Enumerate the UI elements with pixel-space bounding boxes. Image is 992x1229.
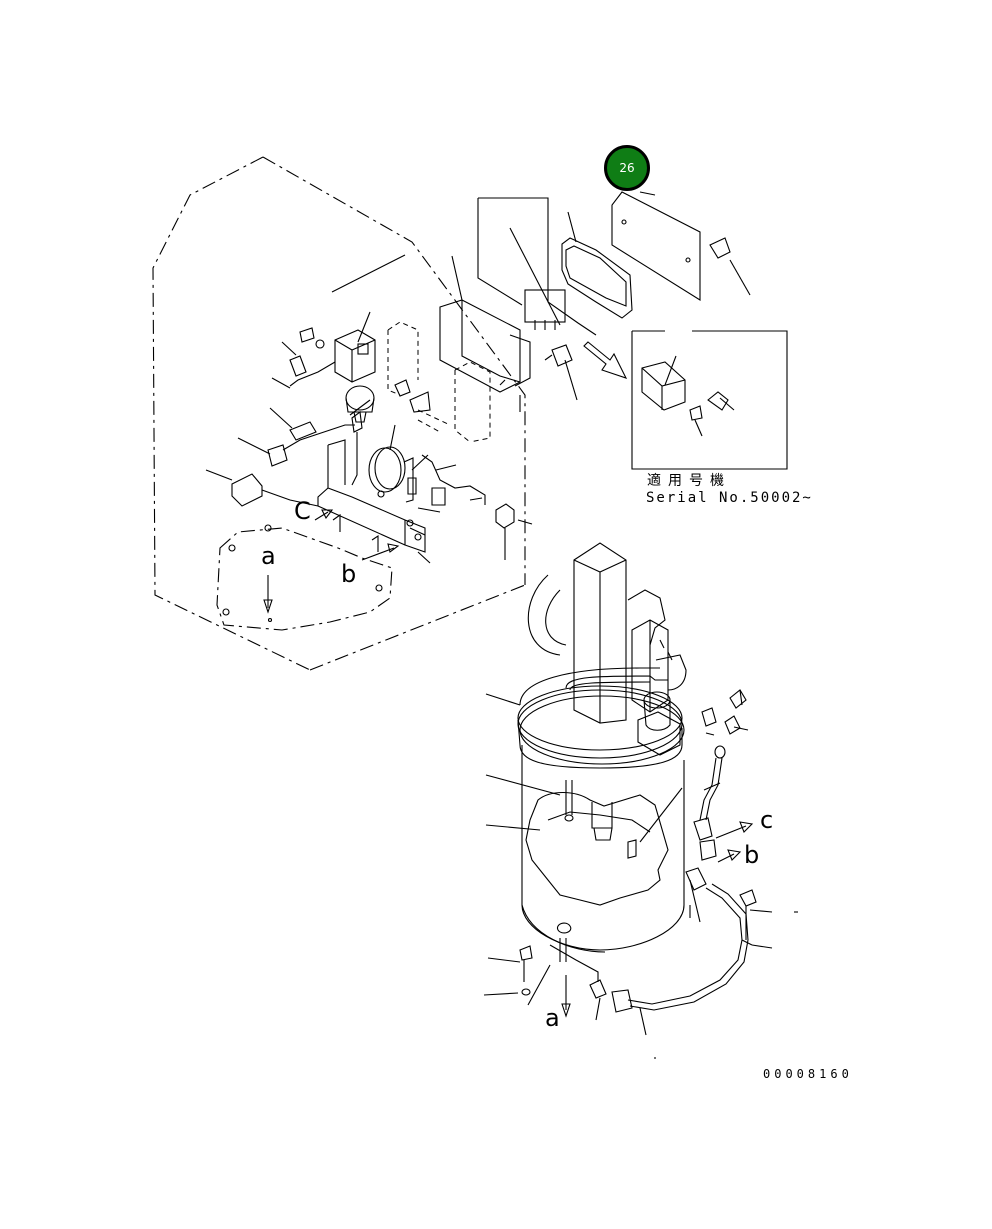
leader-lines-lower	[483, 689, 798, 1059]
pump-unit	[527, 542, 687, 756]
view-arrows-upper	[263, 509, 400, 614]
applicability-label: 適用号機	[647, 473, 731, 489]
cab-panel-outline	[152, 156, 526, 671]
callout-number-text: 26	[619, 161, 635, 175]
view-letter-upper-b: b	[341, 560, 357, 588]
detail-box	[631, 330, 788, 470]
drawing-number: 00008160	[763, 1067, 853, 1081]
cover-plate	[611, 191, 731, 301]
solenoid-valve	[289, 329, 376, 423]
grease-tank	[517, 667, 685, 953]
valve-bracket	[317, 439, 426, 553]
view-letter-upper-a: a	[261, 542, 276, 570]
view-letter-lower-c: c	[760, 806, 774, 834]
view-arrows-lower	[561, 821, 754, 1018]
tank-cutaway	[525, 780, 669, 906]
mounting-plate	[216, 524, 393, 631]
view-letter-lower-a: a	[545, 1004, 560, 1032]
callout-number-badge: 26	[604, 145, 650, 191]
small-fittings-upper	[231, 327, 573, 560]
serial-number-label: Serial No.50002~	[646, 490, 813, 506]
view-letter-upper-c: C	[294, 497, 311, 525]
leader-lines-upper	[205, 191, 751, 564]
view-letter-lower-b: b	[744, 841, 760, 869]
pressure-gauge	[368, 446, 414, 503]
detail-arrow	[583, 341, 628, 379]
hidden-bracket	[387, 321, 491, 443]
